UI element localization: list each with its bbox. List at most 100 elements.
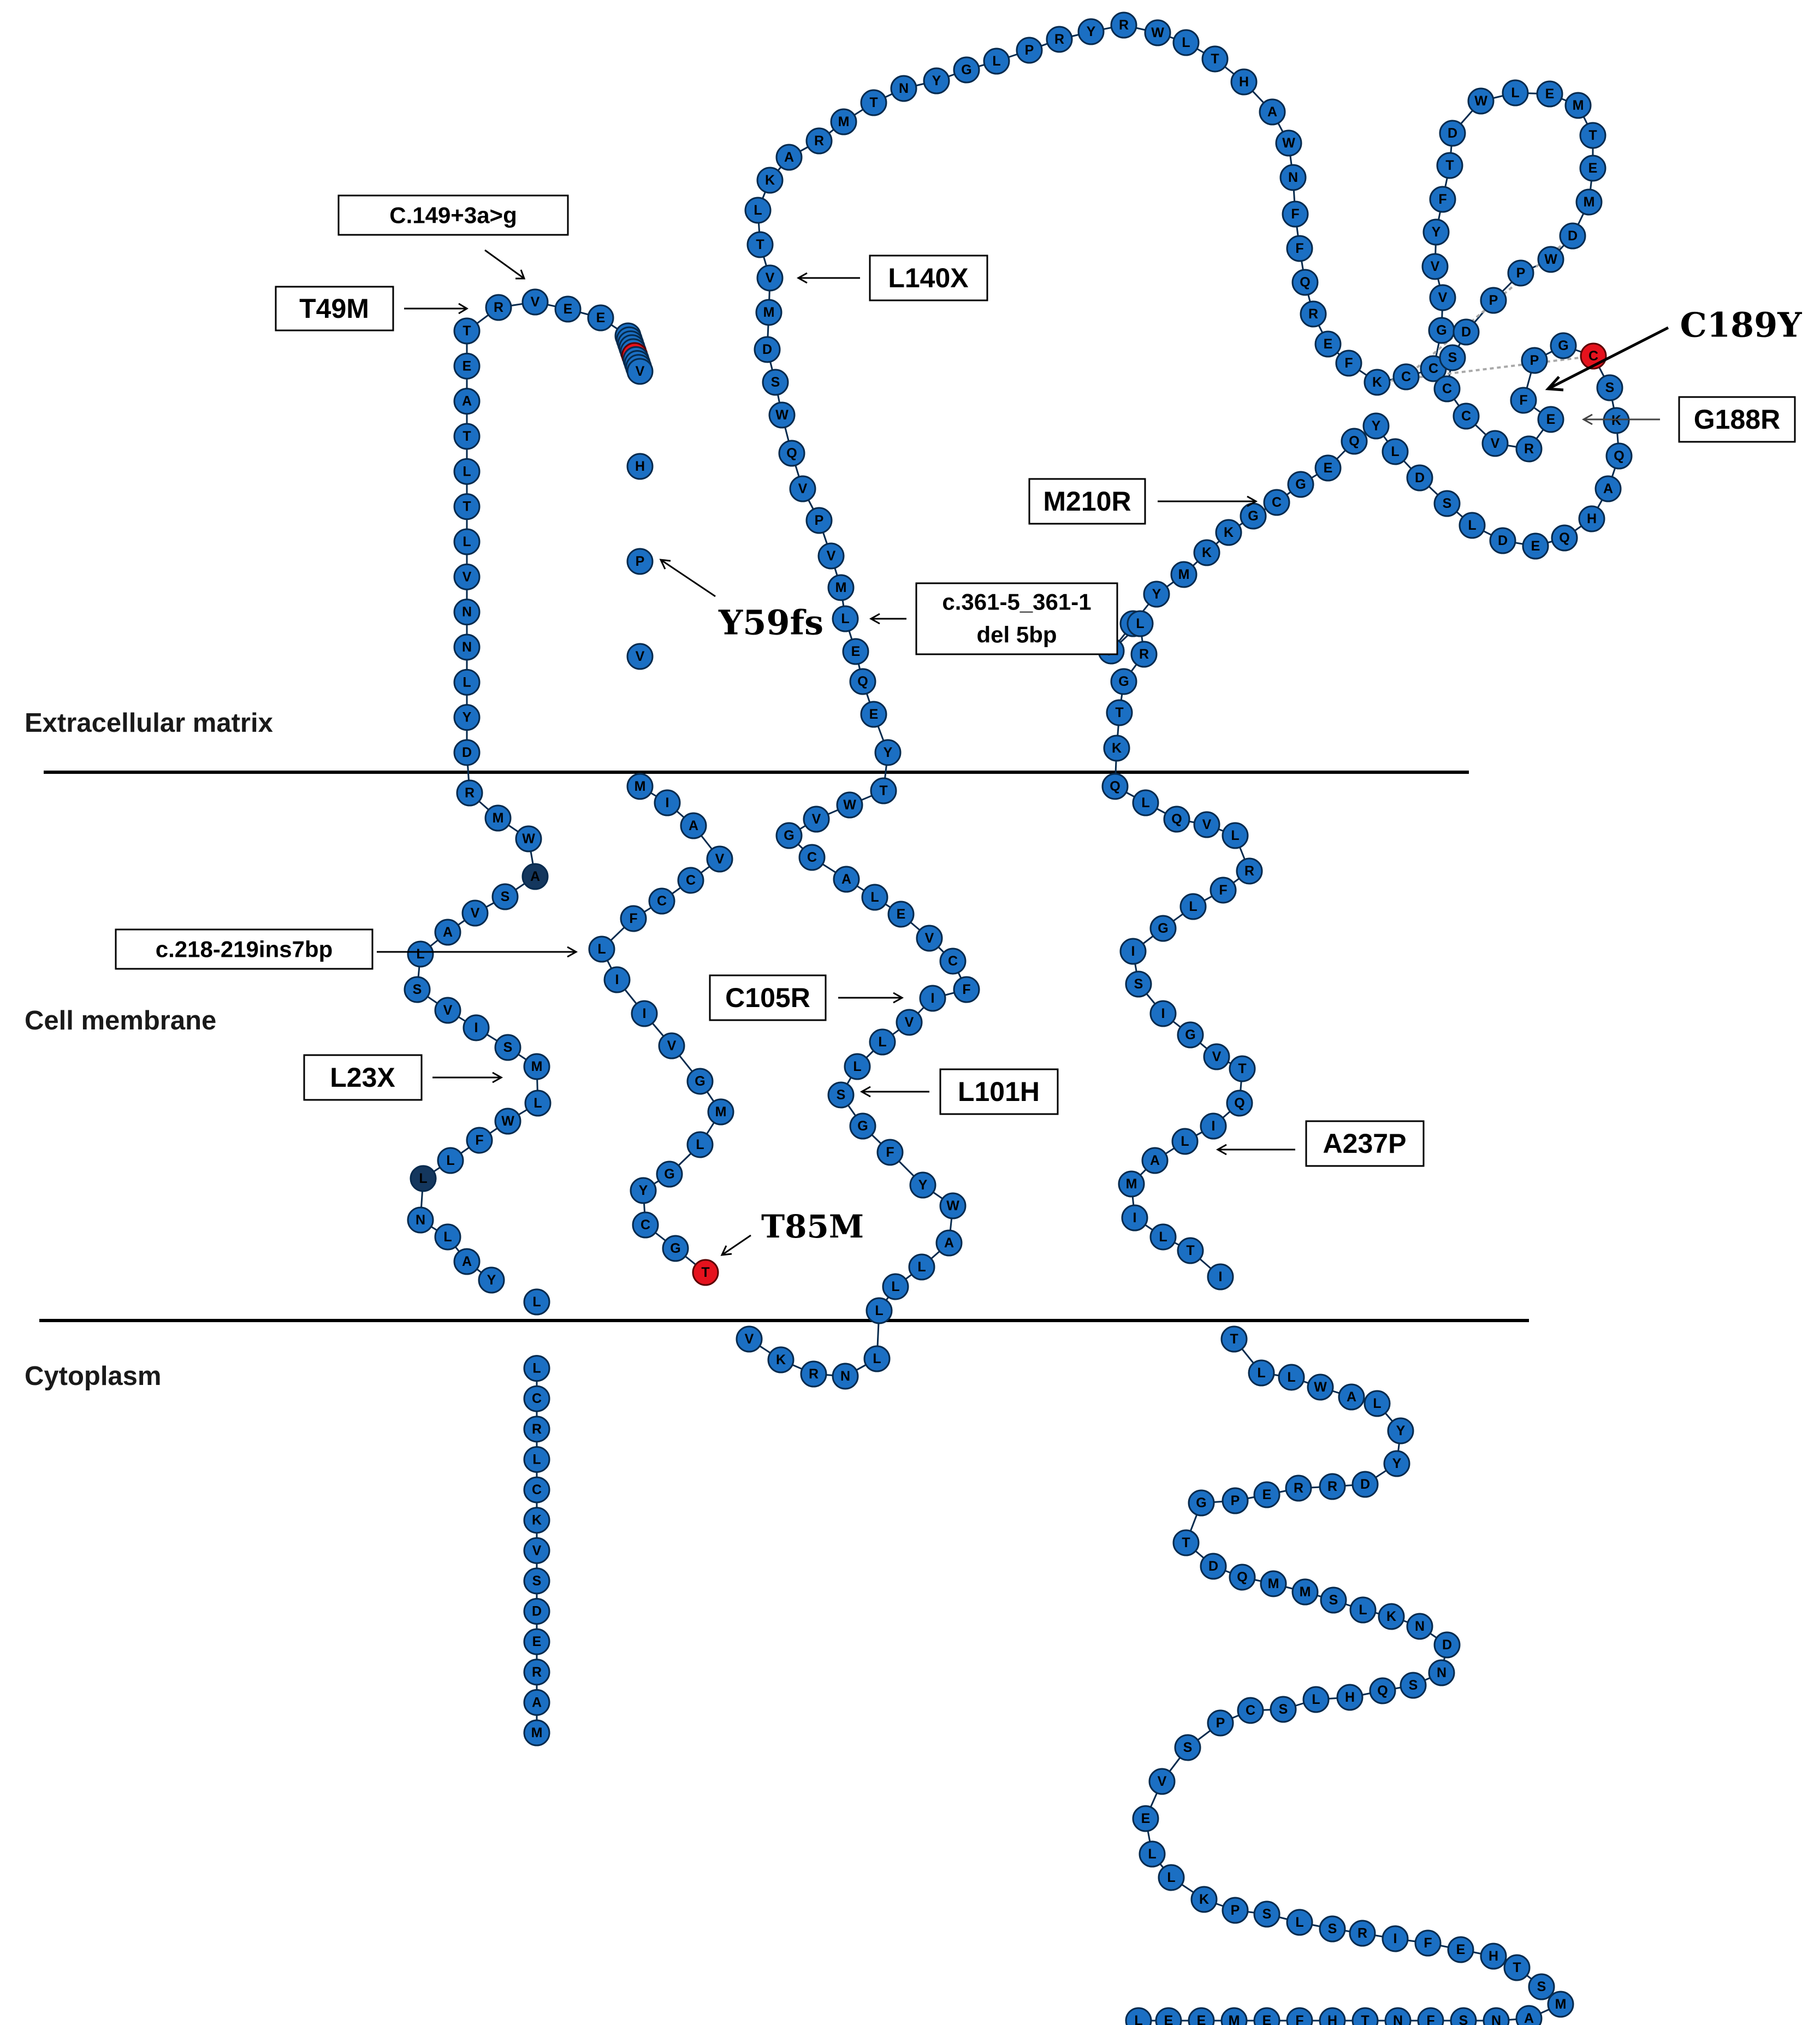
residue: V xyxy=(1429,284,1456,311)
residue-letter: T xyxy=(1182,1535,1190,1550)
residue-letter: S xyxy=(771,375,780,390)
residue-letter: S xyxy=(1279,1702,1288,1717)
residue: H xyxy=(626,453,654,480)
residue-letter: D xyxy=(1498,533,1508,548)
residue-bead xyxy=(754,336,781,363)
label-c149-splice: C.149+3a>g xyxy=(337,194,569,236)
residue-letter: V xyxy=(905,1015,914,1030)
residue-letter: V xyxy=(532,1543,542,1558)
residue-letter: C xyxy=(1401,369,1411,384)
svg-text:L101H: L101H xyxy=(958,1076,1040,1107)
svg-text:T49M: T49M xyxy=(299,293,369,324)
residue: M xyxy=(1118,1170,1145,1198)
residue-letter: W xyxy=(1282,135,1295,151)
residue-bead xyxy=(648,887,675,915)
residue-letter: K xyxy=(1112,741,1122,756)
residue-bead xyxy=(677,867,704,894)
residue: D xyxy=(523,1598,550,1625)
residue-bead xyxy=(1188,2007,1215,2025)
residue-bead xyxy=(1417,2007,1444,2025)
residue-bead xyxy=(1428,1659,1455,1686)
residue: F xyxy=(876,1139,904,1166)
residue-bead xyxy=(461,899,489,927)
residue-letter: F xyxy=(1291,206,1299,222)
residue-letter: L xyxy=(1141,795,1149,810)
residue-letter: Y xyxy=(918,1177,928,1193)
residue: H xyxy=(1336,1684,1363,1711)
residue-bead xyxy=(620,905,647,932)
residue-bead xyxy=(803,806,830,833)
residue: E xyxy=(1188,2007,1215,2025)
residue: V xyxy=(461,899,489,927)
label-a237p: A237P xyxy=(1305,1120,1425,1167)
residue-bead xyxy=(1106,699,1133,726)
residue-bead xyxy=(1369,1677,1396,1704)
residue: K xyxy=(767,1346,795,1373)
residue-bead xyxy=(407,940,434,968)
residue-bead xyxy=(1143,581,1170,608)
residue-bead xyxy=(437,1147,464,1174)
residue-bead xyxy=(626,548,654,575)
residue: M xyxy=(1575,188,1603,216)
residue: K xyxy=(1363,369,1391,396)
residue: E xyxy=(453,352,481,380)
residue-bead xyxy=(1286,1909,1313,1936)
residue: L xyxy=(1363,1390,1391,1417)
region-label-cytoplasm: Cytoplasm xyxy=(25,1361,162,1391)
residue: E xyxy=(1253,1481,1280,1508)
residue-bead xyxy=(1286,235,1313,262)
residue: S xyxy=(762,369,789,396)
residue-bead xyxy=(755,299,782,326)
residue-bead xyxy=(1467,87,1495,115)
residue: P xyxy=(1521,347,1548,374)
residue-bead xyxy=(1378,1603,1405,1630)
residue-bead xyxy=(836,791,863,819)
residue: Q xyxy=(778,440,805,467)
residue-letter: D xyxy=(462,745,472,760)
residue-letter: A xyxy=(530,869,540,884)
residue: R xyxy=(1130,641,1158,668)
residue: L xyxy=(434,1223,461,1251)
residue-letter: C xyxy=(1428,361,1438,376)
residue-bead xyxy=(485,294,512,321)
residue-bead xyxy=(1222,1897,1249,1924)
residue-letter: K xyxy=(1202,545,1212,560)
residue-letter: C xyxy=(1272,495,1282,510)
residue-bead xyxy=(762,369,789,396)
residue-letter: R xyxy=(814,133,824,149)
residue: L xyxy=(1286,1909,1313,1936)
svg-text:L23X: L23X xyxy=(330,1062,395,1093)
residue: Y xyxy=(1383,1450,1410,1477)
residue: G xyxy=(656,1160,683,1188)
residue-bead xyxy=(1237,1697,1264,1724)
residue: M xyxy=(484,804,512,832)
residue: A xyxy=(1515,2005,1543,2025)
residue: P xyxy=(1222,1487,1249,1514)
residue-letter: L xyxy=(1359,1602,1367,1618)
residue-letter: R xyxy=(1327,1479,1337,1494)
residue-bead xyxy=(1383,1450,1410,1477)
residue-bead xyxy=(1222,1487,1249,1514)
label-t85m: T85M xyxy=(761,1208,864,1245)
residue-bead xyxy=(798,844,826,871)
residue: L xyxy=(1125,2007,1152,2025)
residue: C xyxy=(1237,1697,1264,1724)
residue-letter: Q xyxy=(1300,275,1310,290)
residue: L xyxy=(844,1053,871,1080)
residue-bead xyxy=(887,901,915,928)
residue-letter: L xyxy=(1136,616,1144,631)
residue: M xyxy=(827,574,855,601)
residue: C xyxy=(798,844,826,871)
svg-text:L140X: L140X xyxy=(888,263,968,293)
residue: L xyxy=(1278,1364,1305,1391)
residue: V xyxy=(803,806,830,833)
residue-letter: L xyxy=(1312,1692,1320,1707)
residue-bead xyxy=(775,144,803,171)
residue-letter: T xyxy=(1211,51,1219,67)
residue-bead xyxy=(453,458,481,485)
residue-bead xyxy=(453,528,481,555)
residue-bead xyxy=(1286,2007,1313,2025)
residue-letter: R xyxy=(532,1665,542,1680)
residue-letter: D xyxy=(1568,228,1578,244)
